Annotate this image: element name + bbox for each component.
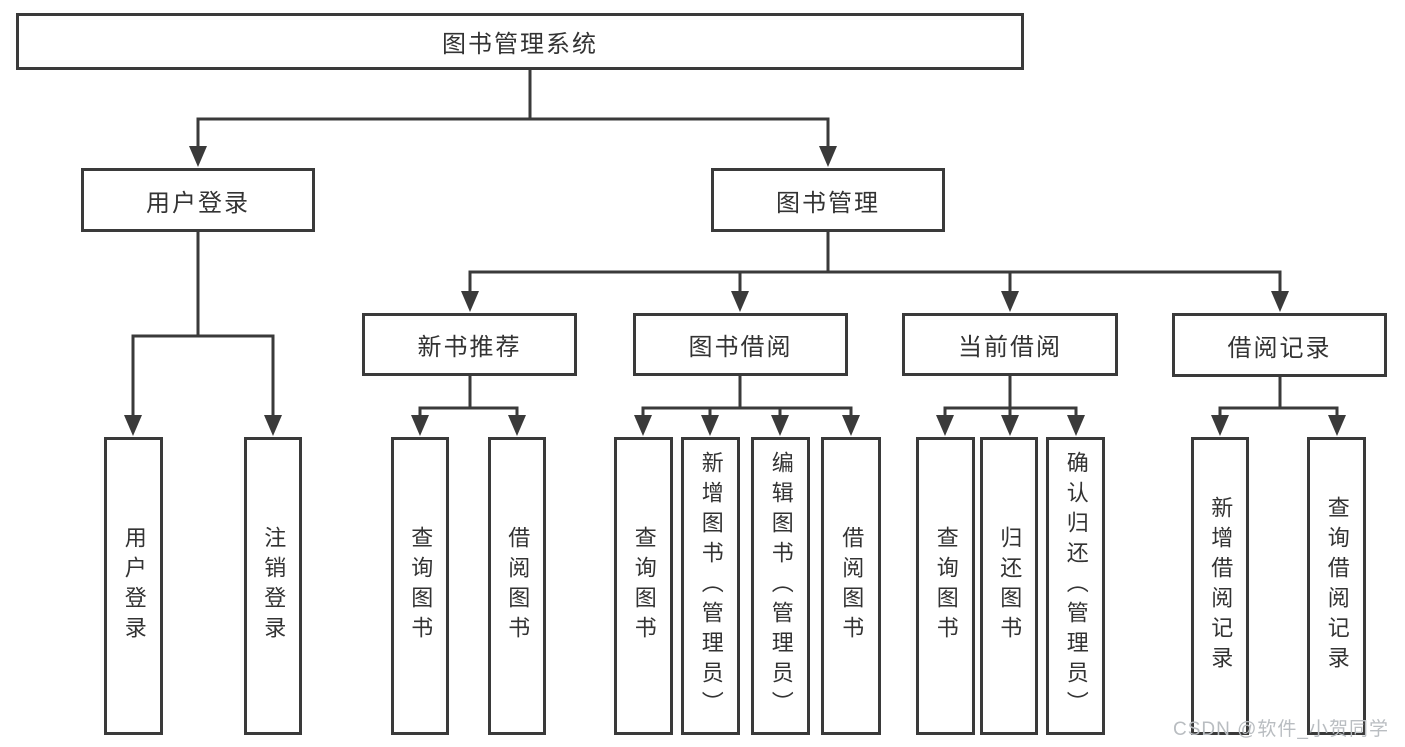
- node-book-management-label: 图书管理: [776, 189, 880, 217]
- arrowhead-icon: [461, 291, 479, 312]
- node-book-borrow: 图书借阅: [633, 313, 848, 376]
- connector-borrow-records-branch: [1218, 376, 1339, 419]
- watermark: CSDN @软件_小贺同学: [1173, 719, 1389, 740]
- connector-new-book-branch: [418, 376, 519, 419]
- node-user-login-label: 用户登录: [146, 189, 250, 217]
- connector-user-login-branch: [131, 232, 275, 419]
- node-root: 图书管理系统: [16, 13, 1024, 70]
- arrowhead-icon: [189, 146, 207, 167]
- node-borrow-books-leaf: 借阅图书: [821, 437, 881, 735]
- node-user-login: 用户登录: [81, 168, 315, 232]
- arrowhead-icon: [1067, 415, 1085, 436]
- node-book-borrow-label: 图书借阅: [688, 334, 793, 361]
- arrowhead-icon: [634, 415, 652, 436]
- arrowhead-icon: [1211, 415, 1229, 436]
- node-current-borrow: 当前借阅: [902, 313, 1118, 376]
- node-borrow-books-recommend: 借阅图书: [488, 437, 546, 735]
- arrowhead-icon: [1001, 415, 1019, 436]
- node-user-login-leaf: 用户登录: [104, 437, 163, 735]
- arrowhead-icon: [842, 415, 860, 436]
- arrowhead-icon: [936, 415, 954, 436]
- node-new-book-recommend-label: 新书推荐: [417, 334, 522, 361]
- arrowhead-icon: [1271, 291, 1289, 312]
- node-borrow-records: 借阅记录: [1172, 313, 1387, 377]
- connector-root-branch: [196, 70, 830, 150]
- connector-book-management-branch: [468, 232, 1282, 295]
- node-book-management: 图书管理: [711, 168, 945, 232]
- node-current-borrow-label: 当前借阅: [958, 334, 1062, 361]
- node-root-label: 图书管理系统: [442, 31, 598, 58]
- connector-current-borrow-branch: [943, 376, 1078, 419]
- node-query-books-recommend: 查询图书: [391, 437, 449, 735]
- arrowhead-icon: [1001, 291, 1019, 312]
- node-return-book: 归还图书: [980, 437, 1038, 735]
- node-query-books-borrow: 查询图书: [614, 437, 673, 735]
- arrowhead-icon: [1328, 415, 1346, 436]
- arrowhead-icon: [819, 146, 837, 167]
- node-new-book-recommend: 新书推荐: [362, 313, 577, 376]
- arrowhead-icon: [124, 415, 142, 436]
- arrowhead-icon: [731, 291, 749, 312]
- node-add-borrow-record: 新增借阅记录: [1191, 437, 1249, 735]
- node-edit-book-admin: 编辑图书（管理员）: [751, 437, 810, 735]
- node-add-book-admin: 新增图书（管理员）: [681, 437, 740, 735]
- connector-book-borrow-branch: [641, 376, 853, 419]
- node-query-books-current: 查询图书: [916, 437, 975, 735]
- node-logout: 注销登录: [244, 437, 302, 735]
- arrowhead-icon: [264, 415, 282, 436]
- arrowhead-icon: [411, 415, 429, 436]
- node-confirm-return-admin: 确认归还（管理员）: [1046, 437, 1105, 735]
- arrowhead-icon: [771, 415, 789, 436]
- arrowhead-icon: [508, 415, 526, 436]
- node-borrow-records-label: 借阅记录: [1227, 334, 1332, 362]
- arrowhead-icon: [701, 415, 719, 436]
- node-query-borrow-record: 查询借阅记录: [1307, 437, 1366, 735]
